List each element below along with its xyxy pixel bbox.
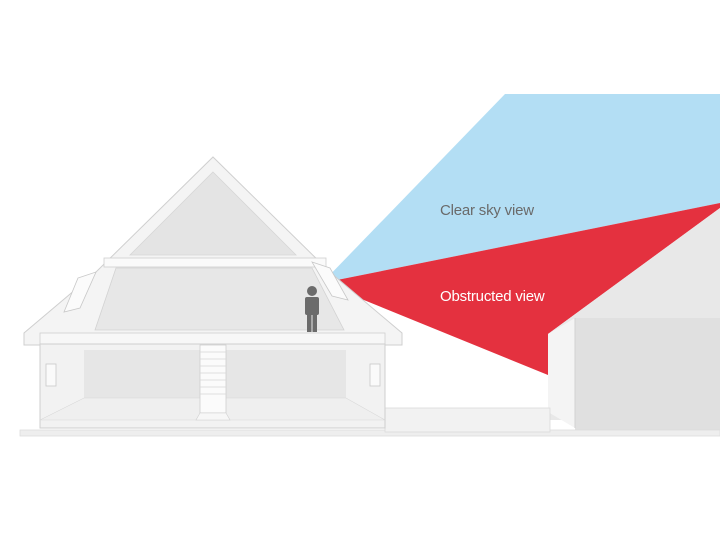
clear-sky-view-label: Clear sky view [440, 202, 534, 219]
window-right [369, 363, 381, 387]
stairs-icon [195, 344, 231, 421]
roof-window-left [63, 271, 97, 313]
neighbour-wall-face [548, 318, 575, 428]
attic-floor [39, 332, 386, 345]
loft-upper-cavity [129, 171, 297, 256]
clear-sky-cone [322, 94, 720, 283]
yard-plinth [384, 407, 551, 433]
obstructed-cone [322, 203, 720, 375]
house [23, 156, 403, 429]
person-icon [305, 286, 319, 332]
collar-beam [103, 257, 327, 268]
neighbouring-building [548, 208, 720, 430]
roof-window-right [311, 261, 349, 301]
ground-line [19, 429, 720, 437]
attic-room [94, 267, 345, 331]
obstructed-view-label: Obstructed view [440, 288, 545, 305]
neighbour-wall-front [575, 318, 720, 430]
window-left [45, 363, 57, 387]
